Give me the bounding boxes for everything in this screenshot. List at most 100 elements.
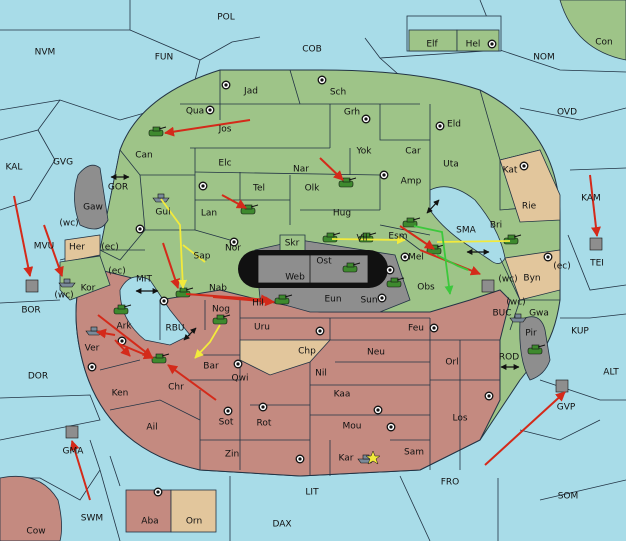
label-olk: Olk [305, 184, 321, 194]
label-hel: Hel [466, 40, 481, 50]
label-kaa: Kaa [334, 390, 351, 400]
label-hil: Hil [252, 299, 264, 309]
label-ost: Ost [316, 257, 332, 267]
coast-labels: (wc) (ec) (ec) (wc) (wc) (ec) (wc) [54, 219, 570, 308]
units-green[interactable] [113, 126, 546, 364]
label-bri: Bri [490, 221, 502, 231]
label-orn: Orn [186, 517, 202, 527]
province-cow[interactable] [0, 475, 62, 541]
label-ail: Ail [146, 423, 157, 433]
sea-rbu: RBU [165, 324, 184, 334]
label-kat: Kat [503, 166, 518, 176]
label-mou: Mou [343, 422, 362, 432]
sea-bor: BOR [21, 306, 40, 316]
label-qua: Qua [186, 107, 204, 117]
label-esm: Esm [388, 232, 407, 242]
red-region [75, 269, 511, 477]
label-hug: Hug [333, 209, 351, 219]
army-unit [342, 262, 361, 273]
orders-move [13, 119, 601, 501]
fleet-unit [58, 278, 76, 288]
label-sam: Sam [404, 448, 424, 458]
coast-ec: (ec) [101, 243, 119, 253]
coast-wc: (wc) [498, 275, 517, 285]
label-nar: Nar [293, 165, 309, 175]
label-mel: Mel [408, 253, 424, 263]
army-unit [527, 344, 546, 355]
label-sot: Sot [219, 418, 234, 428]
province-her[interactable] [64, 234, 101, 263]
sea-nvm: NVM [35, 48, 56, 58]
coast-ec: (ec) [108, 267, 126, 277]
sea-gor: GOR [108, 183, 128, 193]
label-uru: Uru [254, 323, 270, 333]
label-aba: Aba [141, 517, 158, 527]
province-gaw[interactable] [74, 164, 109, 230]
sea-lit: LIT [305, 488, 319, 498]
label-can: Can [135, 151, 153, 161]
label-jos: Jos [218, 125, 232, 135]
army-unit [113, 304, 132, 315]
label-ver: Ver [85, 344, 100, 354]
sea-kal: KAL [6, 163, 23, 173]
label-ark: Ark [116, 322, 132, 332]
orders-support [160, 198, 511, 359]
sea-buc: BUC [492, 309, 511, 319]
province-labels: Elf Hel Jad Sch Qua Jos Grh Eld Can Elc … [69, 40, 549, 527]
label-sap: Sap [194, 252, 211, 262]
label-nor: Nor [225, 244, 241, 254]
sea-mvu: MVU [34, 242, 55, 252]
orders-convoy [413, 225, 469, 295]
label-kar: Kar [339, 454, 354, 464]
army-unit [358, 232, 377, 243]
label-los: Los [452, 414, 467, 424]
label-skr: Skr [285, 239, 300, 249]
supply-centers [87, 39, 553, 497]
province-chp[interactable] [239, 339, 331, 376]
sea-dax: DAX [272, 520, 291, 530]
label-rie: Rie [522, 202, 537, 212]
label-gui: Gui [155, 208, 170, 218]
sea-fun: FUN [155, 53, 174, 63]
province-borders-red [99, 300, 500, 476]
label-neu: Neu [367, 348, 385, 358]
province-byn[interactable] [504, 249, 561, 301]
army-unit [402, 217, 421, 228]
label-web: Web [285, 273, 305, 283]
label-rot: Rot [257, 419, 272, 429]
province-kor[interactable] [59, 255, 111, 301]
label-sun: Sun [360, 296, 377, 306]
label-eun: Eun [324, 295, 341, 305]
label-zin: Zin [225, 450, 239, 460]
label-kor: Kor [81, 284, 96, 294]
sea-swm: SWM [81, 514, 103, 524]
army-unit [338, 177, 357, 188]
label-feu: Feu [408, 324, 424, 334]
sea-ovd: OVD [557, 108, 577, 118]
label-gaw: Gaw [83, 203, 103, 213]
label-nab: Nab [209, 284, 227, 294]
sea-gvp: GVP [557, 403, 576, 413]
sea-rod: ROD [499, 353, 519, 363]
province-rie[interactable] [499, 149, 561, 223]
sea-kam: KAM [581, 194, 601, 204]
label-sch: Sch [330, 88, 346, 98]
label-elf: Elf [426, 40, 438, 50]
coast-wc: (wc) [506, 298, 525, 308]
label-uta: Uta [443, 160, 459, 170]
province-orn[interactable] [170, 489, 217, 533]
label-jad: Jad [243, 87, 258, 97]
coast-ec: (ec) [553, 262, 571, 272]
label-tel: Tel [252, 184, 265, 194]
sea-con: Con [595, 38, 613, 48]
label-ken: Ken [112, 389, 129, 399]
label-lan: Lan [201, 209, 217, 219]
sea-pol: POL [217, 13, 235, 23]
label-car: Car [405, 147, 421, 157]
label-orl: Orl [445, 358, 458, 368]
label-byn: Byn [523, 274, 540, 284]
sea-kup: KUP [571, 327, 589, 337]
label-obs: Obs [417, 283, 435, 293]
sea-gma: GMA [63, 447, 85, 457]
label-grh: Grh [344, 108, 360, 118]
